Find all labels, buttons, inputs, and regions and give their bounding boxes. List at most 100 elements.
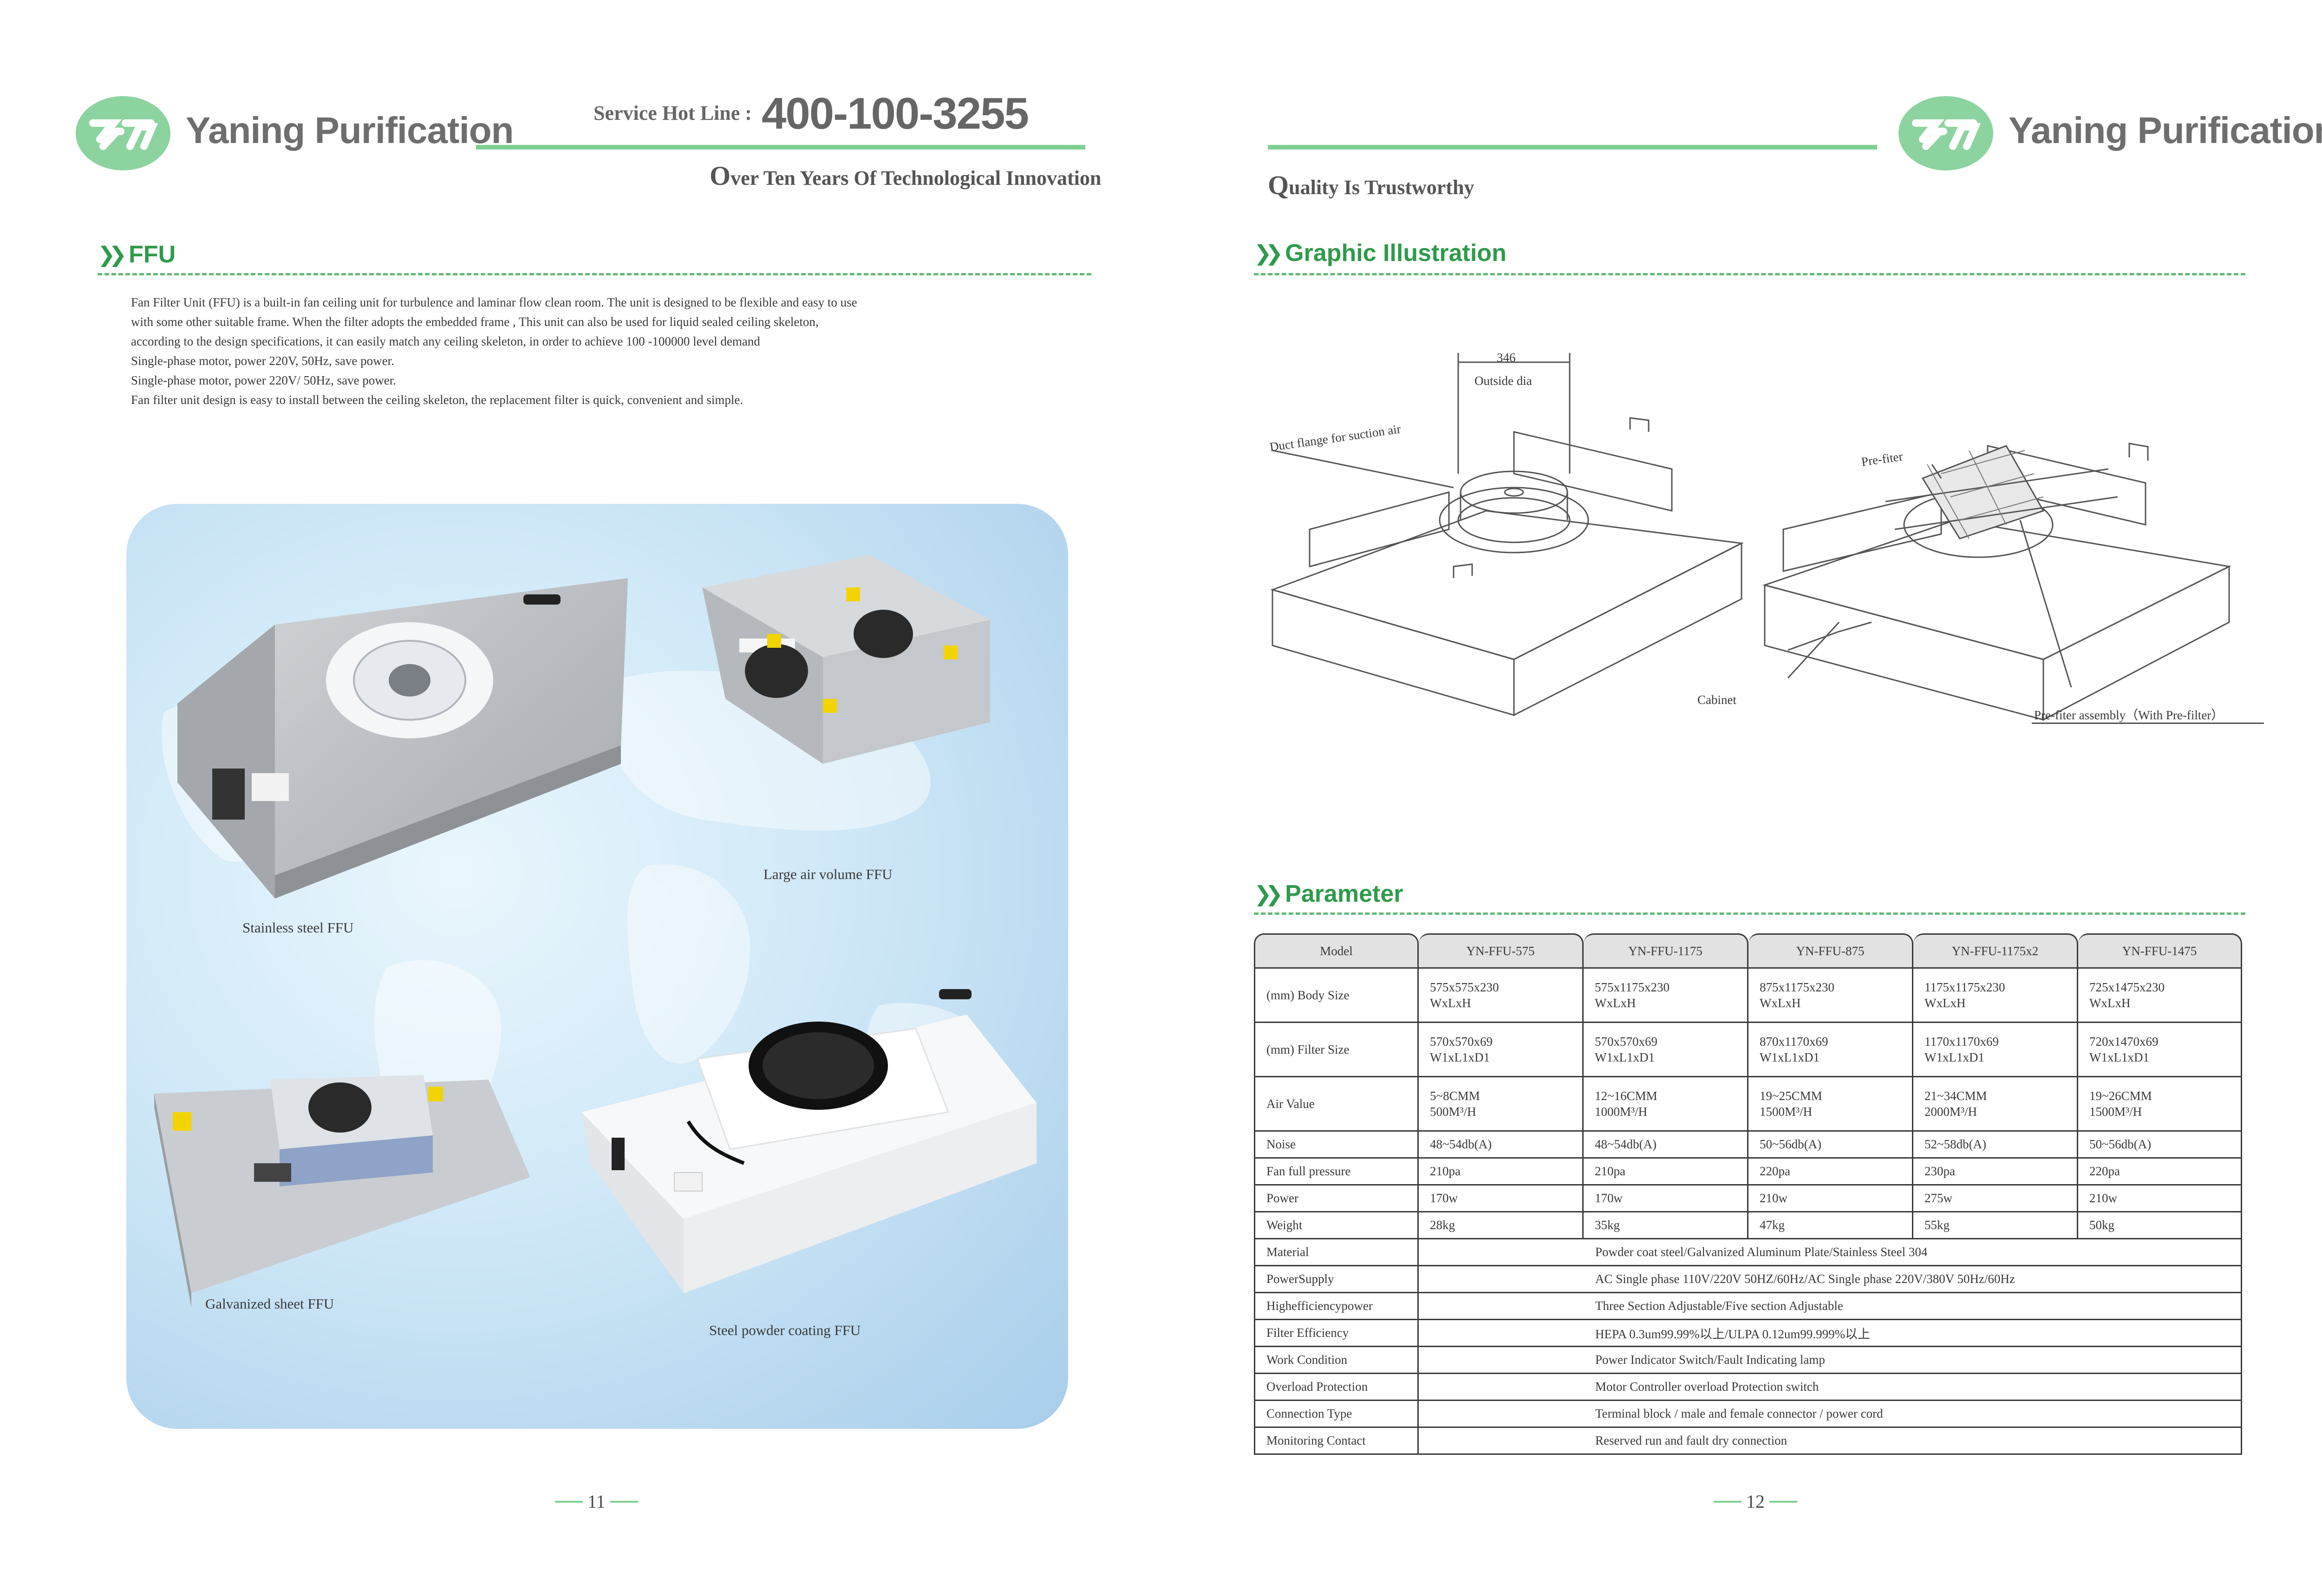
ffu-paragraph-line: with some other suitable frame. When the… (131, 315, 819, 329)
section-title-ffu: ❯❯ FFU (98, 241, 176, 268)
brand-name-right: Yaning Purification (2009, 110, 2322, 151)
ffu-paragraph-line: Single-phase motor, power 220V/ 50Hz, sa… (131, 373, 397, 387)
table-cell: 55kg (1913, 1212, 2078, 1239)
page-number-rule (1769, 1500, 1797, 1503)
table-cell: 48~54db(A) (1584, 1132, 1748, 1159)
table-cell-merged: Power Indicator Switch/Fault Indicating … (1419, 1347, 2242, 1374)
product-photo-panel: Stainless steel FFU Large air volume FFU… (126, 504, 1068, 1429)
hotline-label: Service Hot Line : (594, 102, 752, 124)
table-row: Power 170w 170w 210w 275w 210w (1254, 1186, 2242, 1212)
caption-galvanized-sheet-ffu: Galvanized sheet FFU (205, 1296, 334, 1312)
table-cell: 230pa (1913, 1159, 2078, 1186)
table-row: Noise 48~54db(A) 48~54db(A) 50~56db(A) 5… (1254, 1132, 2242, 1159)
section-title-graphic: ❯❯ Graphic Illustration (1254, 240, 1507, 267)
table-cell: 28kg (1419, 1212, 1584, 1239)
row-label: (mm) Body Size (1254, 969, 1419, 1023)
caption-stainless-steel-ffu: Stainless steel FFU (242, 919, 354, 936)
table-cell: 275w (1913, 1186, 2078, 1212)
caption-large-air-volume-ffu: Large air volume FFU (763, 866, 893, 882)
table-header-cell: YN-FFU-1475 (2078, 933, 2242, 969)
table-row: Connection Type Terminal block / male an… (1254, 1401, 2242, 1428)
table-header-cell: YN-FFU-575 (1419, 933, 1584, 969)
table-cell: 210pa (1584, 1159, 1748, 1186)
brand-name-left: Yaning Purification (186, 110, 514, 151)
row-label: Filter Efficiency (1254, 1320, 1419, 1347)
dimension-label: Outside dia (1474, 374, 1532, 388)
ffu-description: Fan Filter Unit (FFU) is a built-in fan … (131, 293, 1106, 410)
brand-logo-right (1898, 96, 1993, 170)
table-cell: 170w (1419, 1186, 1584, 1212)
cabinet-label: Cabinet (1697, 693, 1736, 707)
parameter-table: Model YN-FFU-575 YN-FFU-1175 YN-FFU-875 … (1254, 933, 2242, 1455)
table-cell: 210w (1748, 1186, 1913, 1212)
page-number-left: 11 (555, 1491, 638, 1512)
table-cell-merged: AC Single phase 110V/220V 50HZ/60Hz/AC S… (1419, 1266, 2242, 1293)
page-number-rule (555, 1500, 583, 1503)
page-number-text: 12 (1746, 1491, 1765, 1512)
slogan-right: Quality Is Trustworthy (1268, 170, 1474, 200)
table-cell: 220pa (2078, 1159, 2242, 1186)
table-cell: 50kg (2078, 1212, 2242, 1239)
double-chevron-icon: ❯❯ (1254, 882, 1283, 906)
page-number-text: 11 (587, 1491, 606, 1512)
hotline-number: 400-100-3255 (762, 89, 1029, 138)
table-cell-merged: Three Section Adjustable/Five section Ad… (1419, 1293, 2242, 1320)
caption-steel-powder-coating-ffu: Steel powder coating FFU (709, 1322, 861, 1338)
table-cell-merged: Reserved run and fault dry connection (1419, 1428, 2242, 1455)
row-label: Weight (1254, 1212, 1419, 1239)
table-header-cell: YN-FFU-875 (1748, 933, 1913, 969)
ffu-paragraph-line: Fan filter unit design is easy to instal… (131, 393, 744, 407)
table-cell: 48~54db(A) (1419, 1132, 1584, 1159)
section-divider-graphic (1254, 273, 2245, 275)
page-number-rule (1714, 1500, 1742, 1503)
table-row: Weight 28kg 35kg 47kg 55kg 50kg (1254, 1212, 2242, 1239)
row-label: Highefficiencypower (1254, 1293, 1419, 1320)
section-title-parameter: ❯❯ Parameter (1254, 880, 1403, 907)
section-divider-ffu (98, 273, 1091, 275)
page-number-rule (610, 1500, 638, 1503)
row-label: Connection Type (1254, 1401, 1419, 1428)
header-rule-left (476, 145, 1085, 150)
row-label: Noise (1254, 1132, 1419, 1159)
table-header-cell: Model (1254, 933, 1419, 969)
table-row: Fan full pressure 210pa 210pa 220pa 230p… (1254, 1159, 2242, 1186)
prefilter-assembly-label: Pre-fiter assembly（With Pre-filter） (2034, 708, 2224, 722)
table-cell: 35kg (1584, 1212, 1748, 1239)
table-cell: 210w (2078, 1186, 2242, 1212)
double-chevron-icon: ❯❯ (1254, 241, 1283, 265)
table-row: Filter Efficiency HEPA 0.3um99.99%以上/ULP… (1254, 1320, 2242, 1347)
assembly-underline (2032, 723, 2264, 724)
table-row: PowerSupply AC Single phase 110V/220V 50… (1254, 1266, 2242, 1293)
row-label: Air Value (1254, 1077, 1419, 1132)
table-cell-merged: Powder coat steel/Galvanized Aluminum Pl… (1419, 1239, 2242, 1266)
product-illustrations (154, 555, 1037, 1307)
table-row: Work Condition Power Indicator Switch/Fa… (1254, 1347, 2242, 1374)
row-label: PowerSupply (1254, 1266, 1419, 1293)
table-cell-merged: HEPA 0.3um99.99%以上/ULPA 0.12um99.999%以上 (1419, 1320, 2242, 1347)
table-row: Material Powder coat steel/Galvanized Al… (1254, 1239, 2242, 1266)
double-chevron-icon: ❯❯ (98, 242, 127, 267)
table-header-cell: YN-FFU-1175 (1584, 933, 1748, 969)
table-header-row: Model YN-FFU-575 YN-FFU-1175 YN-FFU-875 … (1254, 933, 2242, 969)
header-rule-right (1268, 145, 1877, 150)
table-cell: 220pa (1748, 1159, 1913, 1186)
table-cell: 52~58db(A) (1913, 1132, 2078, 1159)
table-header-cell: YN-FFU-1175x2 (1913, 933, 2078, 969)
table-row: Highefficiencypower Three Section Adjust… (1254, 1293, 2242, 1320)
table-cell: 210pa (1419, 1159, 1584, 1186)
table-cell: 50~56db(A) (2078, 1132, 2242, 1159)
